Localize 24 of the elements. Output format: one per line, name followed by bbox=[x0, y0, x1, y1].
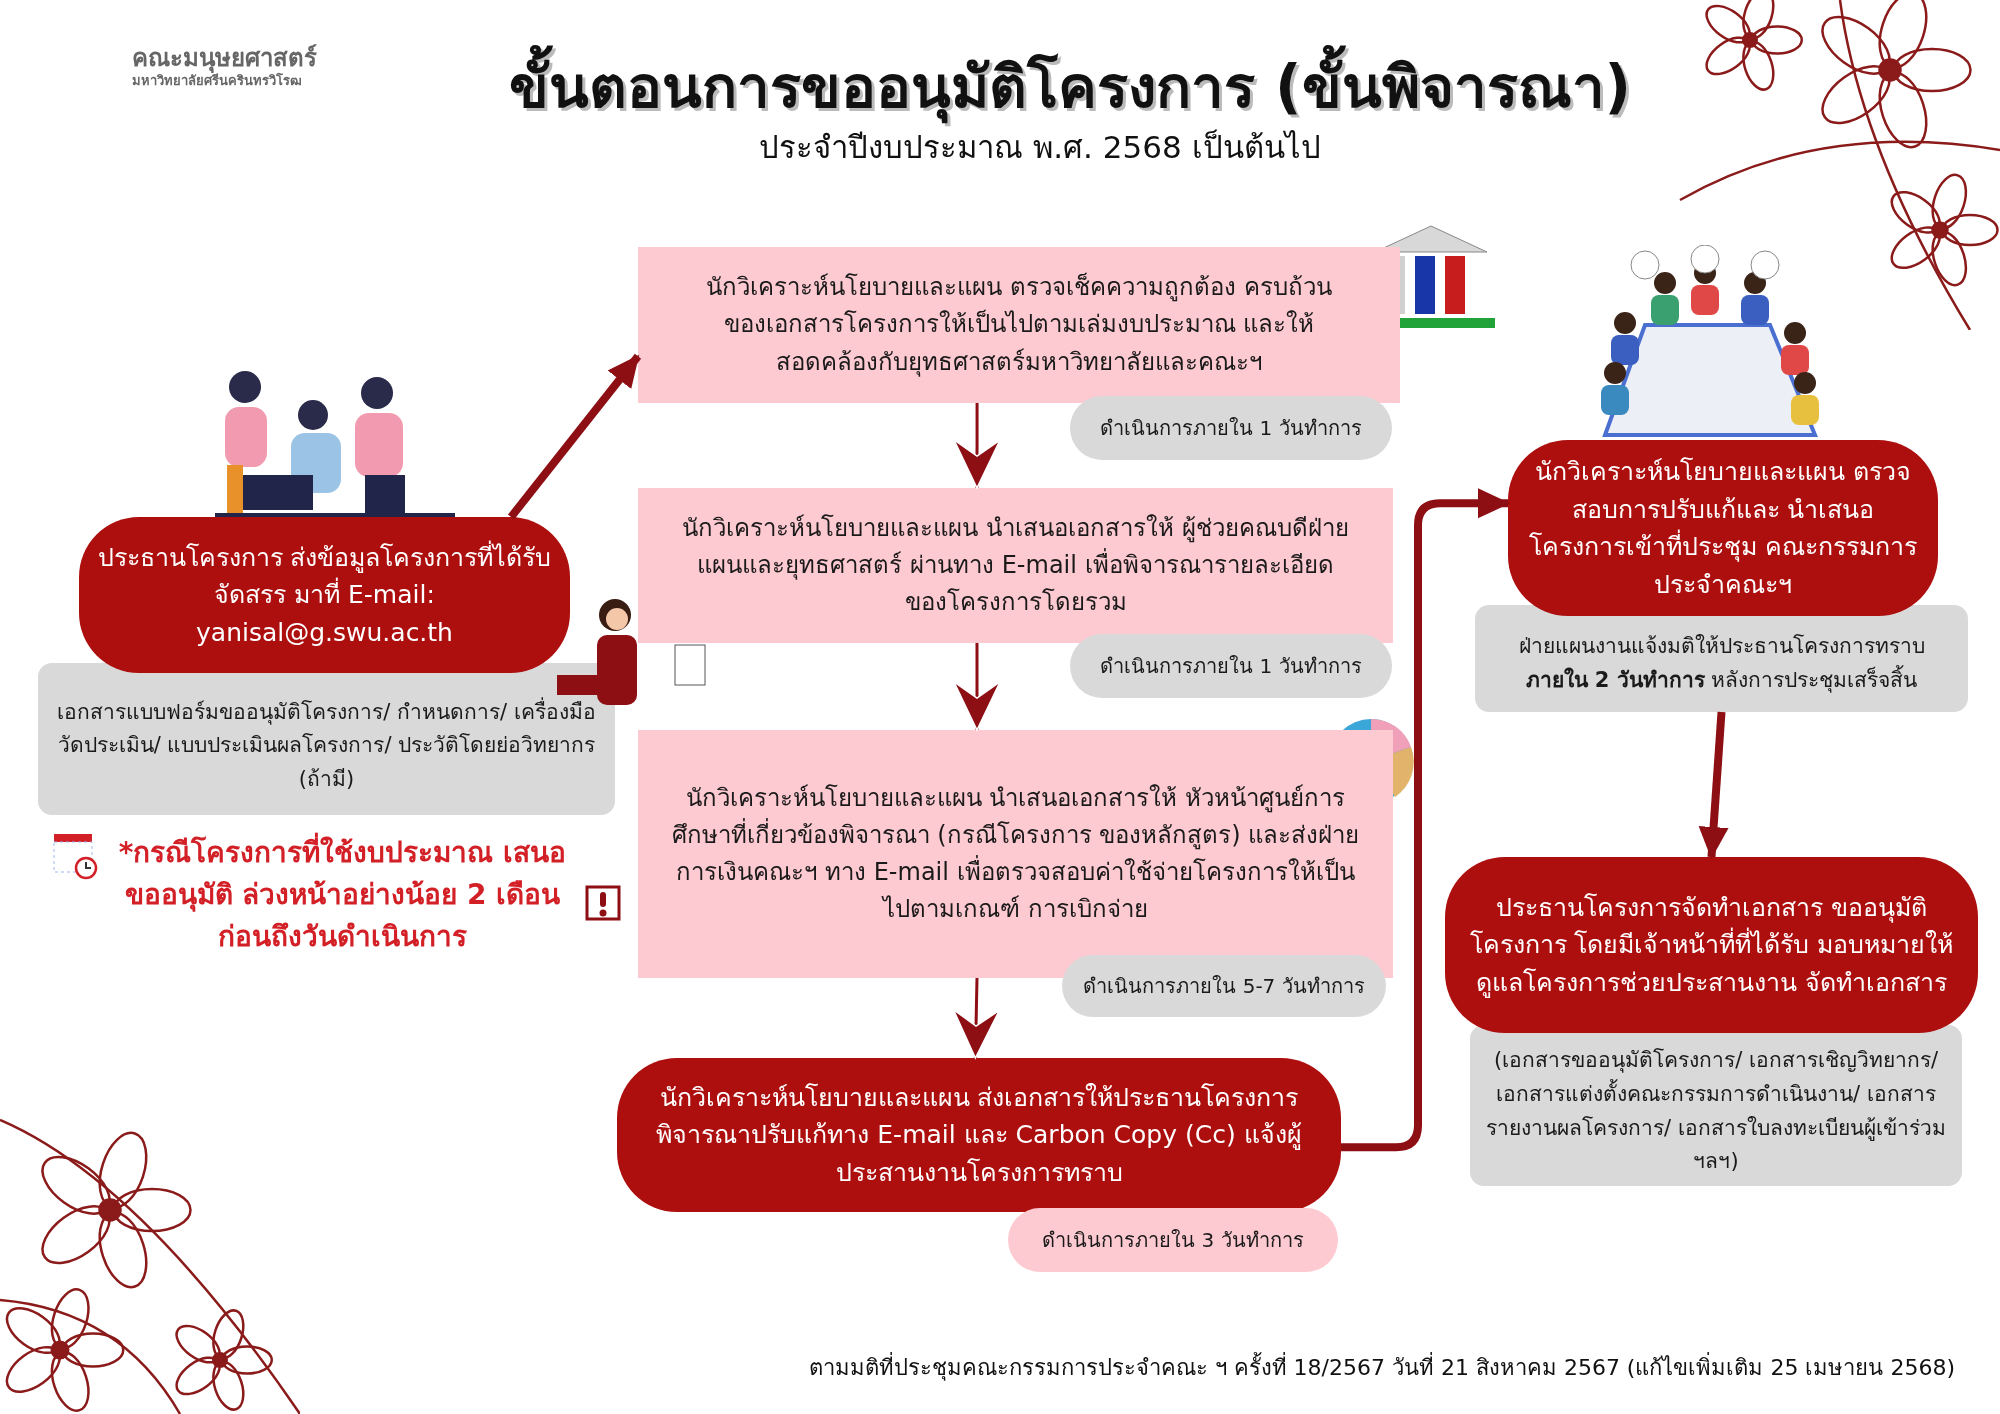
process-box: ประธานโครงการจัดทำเอกสาร ขออนุมัติโครงการ โดยมีเจ้าหน้าที่ที่ได้รับ มอบหมายให้ดูแลโครงการช่วยประสานงาน จัดทำเอกสาร bbox=[1445, 857, 1978, 1033]
step-box: นักวิเคราะห์นโยบายและแผน นำเสนอเอกสารให้ ผู้ช่วยคณบดีฝ่ายแผนและยุทธศาสตร์ ผ่านทาง E-mail เพื่อพิจารณารายละเอียดของโครงการโดยรวม bbox=[638, 488, 1393, 643]
process-box: นักวิเคราะห์นโยบายและแผน ส่งเอกสารให้ประธานโครงการ พิจารณาปรับแก้ทาง E-mail และ Carbon Copy (Cc) แจ้งผู้ประสานงานโครงการทราบ bbox=[617, 1058, 1341, 1212]
warning-note: *กรณีโครงการที่ใช้งบประมาณ เสนอขออนุมัติ ล่วงหน้าอย่างน้อย 2 เดือน ก่อนถึงวันดำเนินการ bbox=[110, 832, 575, 958]
step-box: นักวิเคราะห์นโยบายและแผน ตรวจเช็คความถูกต้อง ครบถ้วนของเอกสารโครงการให้เป็นไปตามเล่มงบประมาณ และให้สอดคล้องกับยุทธศาสตร์มหาวิทยาลัยและคณะฯ bbox=[638, 247, 1400, 403]
duration-pill: ดำเนินการภายใน 3 วันทำการ bbox=[1008, 1208, 1338, 1272]
note-box: ฝ่ายแผนงานแจ้งมติให้ประธานโครงการทราบ ภายใน 2 วันทำการ หลังการประชุมเสร็จสิ้น bbox=[1475, 605, 1968, 712]
subtitle: ประจำปีงบประมาณ พ.ศ. 2568 เป็นต้นไป bbox=[758, 128, 1322, 167]
duration-pill: ดำเนินการภายใน 1 วันทำการ bbox=[1070, 634, 1392, 698]
note-box: เอกสารแบบฟอร์มขออนุมัติโครงการ/ กำหนดการ/ เครื่องมือวัดประเมิน/ แบบประเมินผลโครงการ/ ประวัติโดยย่อวิทยากร (ถ้ามี) bbox=[38, 663, 615, 815]
arrow bbox=[507, 353, 642, 520]
arrow bbox=[1341, 488, 1510, 1152]
note-box: (เอกสารขออนุมัติโครงการ/ เอกสารเชิญวิทยากร/ เอกสารแต่งตั้งคณะกรรมการดำเนินงาน/ เอกสารรายงานผลโครงการ/ เอกสารใบลงทะเบียนผู้เข้าร่วม ฯลฯ) bbox=[1470, 1025, 1962, 1186]
university-name: มหาวิทยาลัยศรีนครินทรวิโรฒ bbox=[132, 73, 302, 90]
footnote: ตามมติที่ประชุมคณะกรรมการประจำคณะ ฯ ครั้งที่ 18/2567 วันที่ 21 สิงหาคม 2567 (แก้ไขเพิ่มเติม 25 เมษายน 2568) bbox=[780, 1350, 1955, 1385]
duration-pill: ดำเนินการภายใน 5-7 วันทำการ bbox=[1062, 955, 1386, 1017]
process-box: ประธานโครงการ ส่งข้อมูลโครงการที่ได้รับจัดสรร มาที่ E-mail: yanisal@g.swu.ac.th bbox=[79, 517, 570, 673]
chevron-arrow bbox=[952, 977, 1001, 1059]
faculty-name: คณะมนุษยศาสตร์ bbox=[132, 43, 317, 73]
duration-pill: ดำเนินการภายใน 1 วันทำการ bbox=[1070, 396, 1392, 460]
arrow bbox=[1698, 711, 1729, 859]
chevron-arrow bbox=[953, 403, 1001, 489]
chevron-arrow bbox=[953, 643, 1001, 731]
process-box: นักวิเคราะห์นโยบายและแผน ตรวจสอบการปรับแก้และ นำเสนอโครงการเข้าที่ประชุม คณะกรรมการประจำคณะฯ bbox=[1508, 440, 1938, 616]
